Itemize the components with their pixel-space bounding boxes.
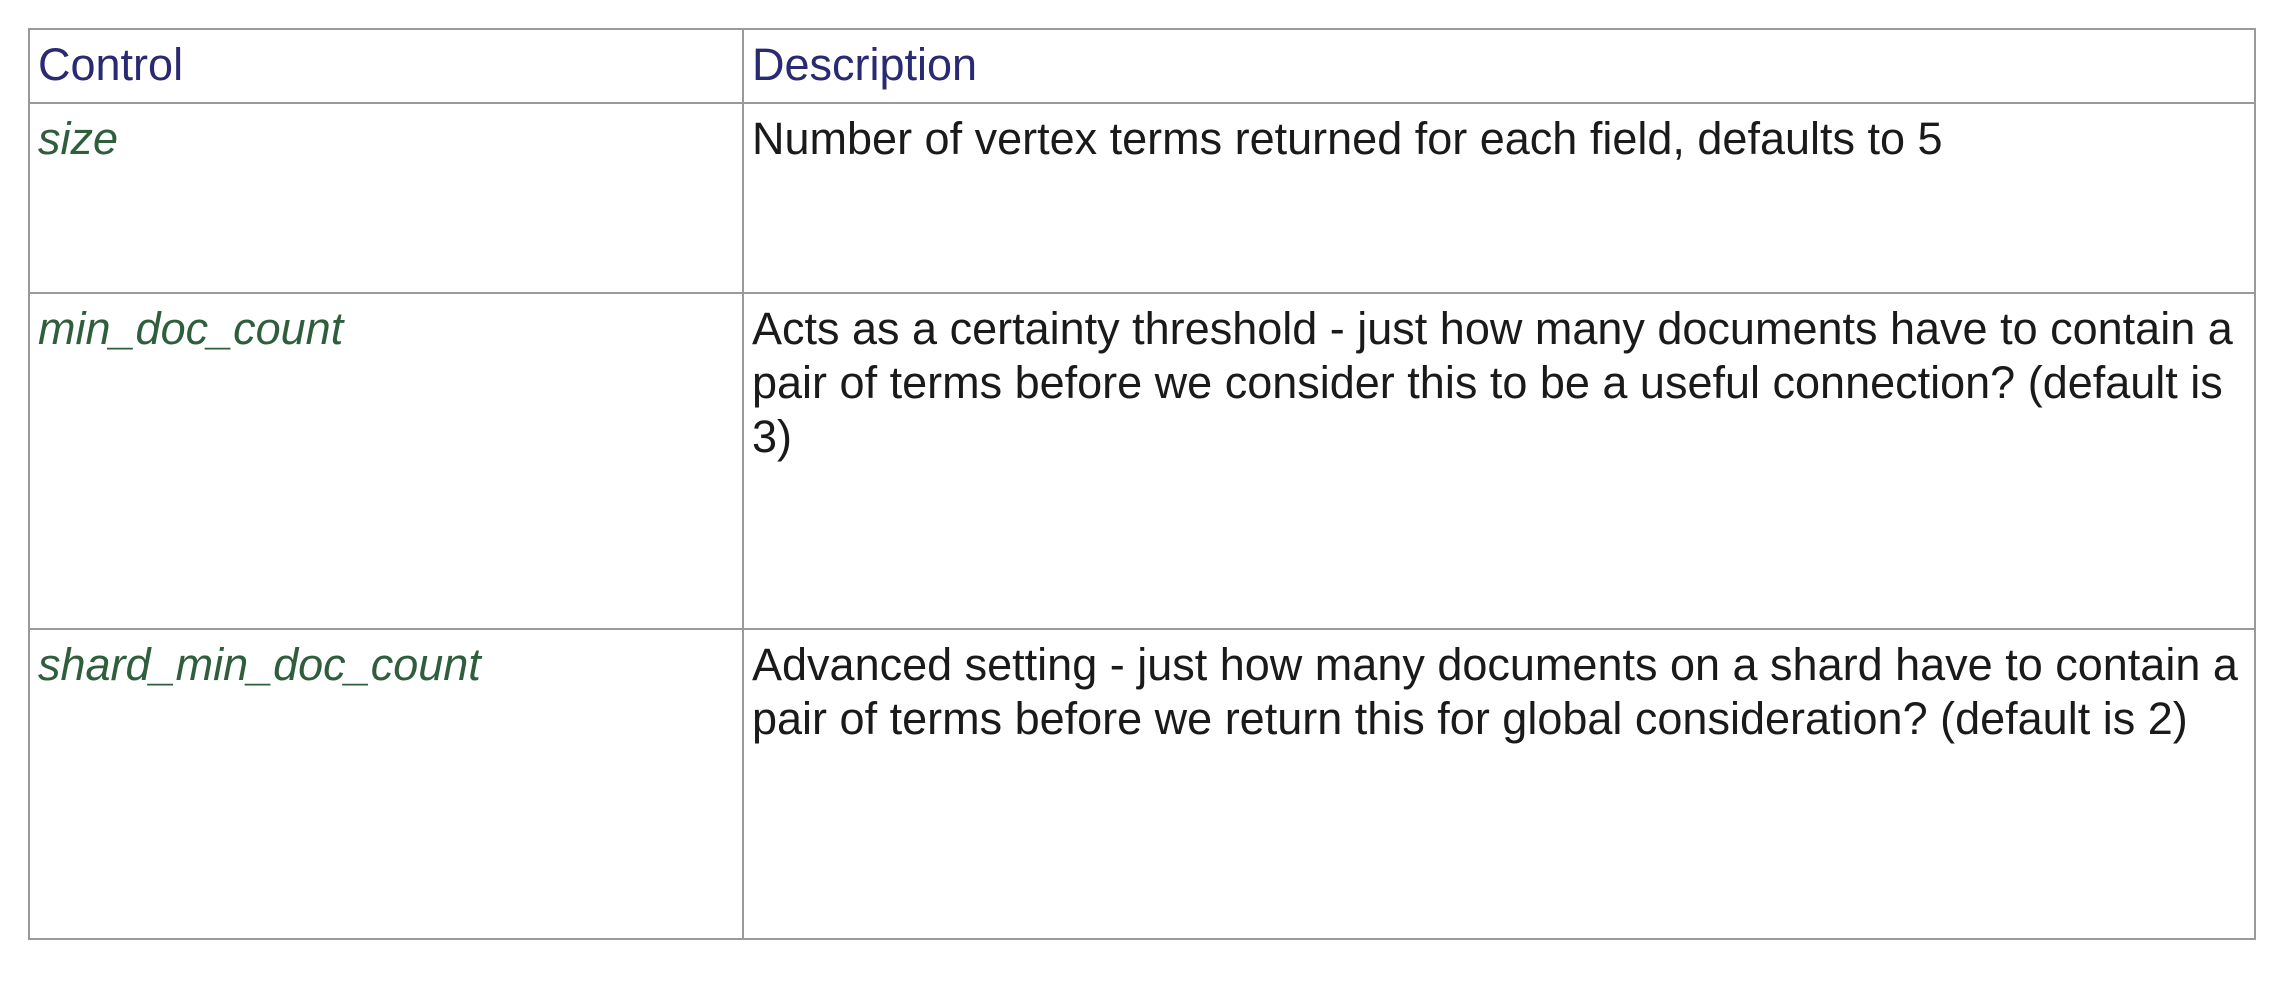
control-description: Acts as a certainty threshold - just how…: [742, 292, 2256, 630]
control-description: Number of vertex terms returned for each…: [742, 102, 2256, 294]
controls-table: Control Description size Number of verte…: [28, 28, 2256, 940]
table-row: min_doc_count Acts as a certainty thresh…: [28, 292, 2256, 630]
table-header-row: Control Description: [28, 28, 2256, 104]
control-description: Advanced setting - just how many documen…: [742, 628, 2256, 940]
control-name: min_doc_count: [28, 292, 744, 630]
table-row: shard_min_doc_count Advanced setting - j…: [28, 628, 2256, 940]
control-name: size: [28, 102, 744, 294]
header-control: Control: [28, 28, 744, 104]
control-name: shard_min_doc_count: [28, 628, 744, 940]
table-row: size Number of vertex terms returned for…: [28, 102, 2256, 294]
header-description: Description: [742, 28, 2256, 104]
